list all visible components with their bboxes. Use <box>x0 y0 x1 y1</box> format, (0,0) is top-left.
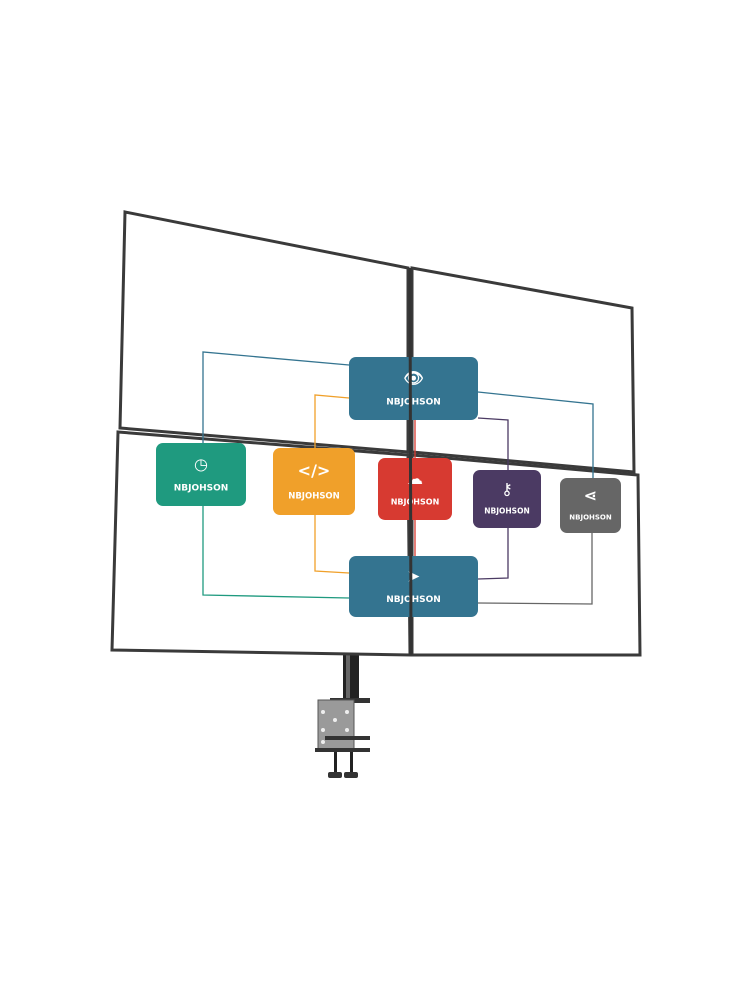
clock-icon: ◷ <box>194 454 208 473</box>
diagram-box-label: NBJOHSON <box>174 483 229 493</box>
diagram-box-background <box>378 458 452 520</box>
diagram-box-background <box>560 478 621 533</box>
share-icon: ⋖ <box>584 486 597 505</box>
code-icon: </> <box>298 461 331 480</box>
diagram-box-label: NBJOHSON <box>288 491 340 501</box>
diagram-box-background <box>156 443 246 506</box>
paper-plane-icon: ➤ <box>407 567 420 586</box>
monitor-top-left <box>118 210 410 454</box>
diagram-box-cloud: ☁NBJOHSON <box>378 458 452 520</box>
diagram-box-code: </> NBJOHSON <box>273 448 355 515</box>
diagram-box-background <box>349 556 478 617</box>
diagram-box-clock: ◷ NBJOHSON <box>156 443 246 506</box>
diagram-box-label: NBJOHSON <box>484 507 530 516</box>
diagram-box-background <box>473 470 541 528</box>
key-icon: ⚷ <box>501 479 513 498</box>
diagram-box-plane: ➤ NBJOHSON <box>349 556 478 617</box>
diagram-box-label: NBJOHSON <box>391 498 440 507</box>
eye-icon: 👁 <box>403 368 423 387</box>
diagram-box-background <box>273 448 355 515</box>
diagram-box-label: NBJOHSON <box>386 595 441 605</box>
diagram-box-label: NBJOHSON <box>569 513 612 521</box>
monitor-stand <box>315 655 370 778</box>
connector-lines <box>202 351 594 605</box>
diagram-box-label: NBJOHSON <box>386 397 441 407</box>
diagram-box-background <box>349 357 478 420</box>
diagram-box-share: ⋖ NBJOHSON <box>560 478 621 533</box>
diagram-box-key: ⚷ NBJOHSON <box>473 470 541 528</box>
diagram-box-eye: 👁 NBJOHSON <box>349 357 478 420</box>
